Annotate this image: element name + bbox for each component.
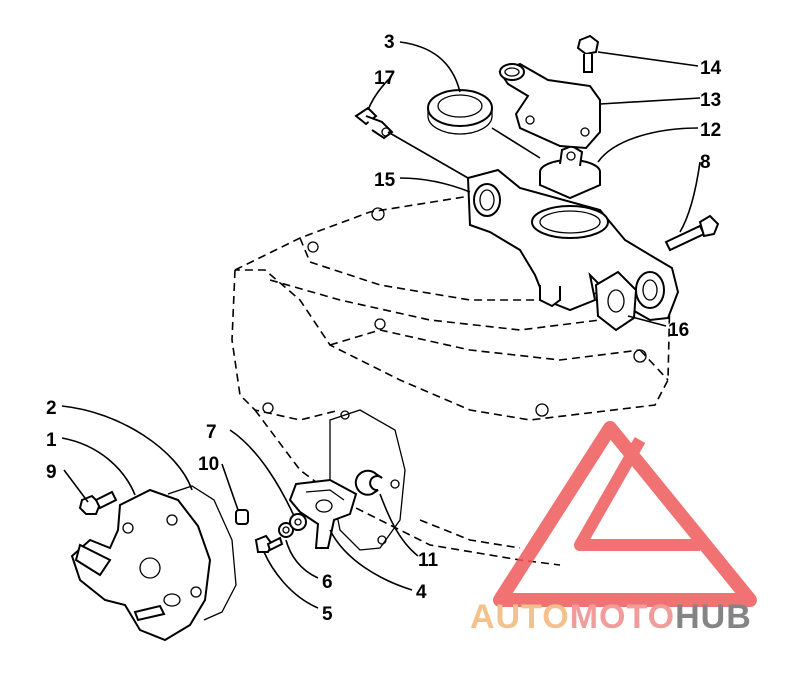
washer-7 xyxy=(289,513,307,531)
bolt-8 xyxy=(664,214,720,252)
sensor-17 xyxy=(354,106,394,140)
watermark-moto: MOTO xyxy=(570,598,675,636)
callout-labels: 3 17 15 14 13 12 8 16 2 1 9 7 10 6 5 4 1… xyxy=(46,32,722,625)
callout-6: 6 xyxy=(322,572,333,593)
leader-lines xyxy=(61,41,701,609)
gasket-2 xyxy=(167,485,237,621)
watermark-auto: AUTO xyxy=(470,598,570,636)
thermostat-12 xyxy=(539,144,601,200)
callout-12: 12 xyxy=(700,120,721,141)
callout-17: 17 xyxy=(374,68,395,89)
callout-16: 16 xyxy=(668,320,689,341)
pin-10 xyxy=(235,509,249,525)
callout-10: 10 xyxy=(198,454,219,475)
clip-11 xyxy=(354,469,383,496)
callout-5: 5 xyxy=(322,604,333,625)
washer-6 xyxy=(278,522,294,538)
impeller-4 xyxy=(288,478,358,549)
callout-9: 9 xyxy=(46,462,57,483)
pump-housing-1 xyxy=(70,488,212,642)
callout-4: 4 xyxy=(416,582,427,603)
bolt-14 xyxy=(576,34,600,73)
bolt-5 xyxy=(254,534,284,553)
callout-1: 1 xyxy=(46,430,57,451)
seal-ring-3 xyxy=(427,89,493,135)
watermark-logo: AUTOMOTOHUB xyxy=(470,421,757,636)
bolt-9 xyxy=(78,490,118,515)
callout-7: 7 xyxy=(206,422,217,443)
callout-8: 8 xyxy=(700,152,711,173)
engine-block xyxy=(231,195,671,566)
callout-13: 13 xyxy=(700,90,721,111)
svg-text:AUTOMOTOHUB: AUTOMOTOHUB xyxy=(470,598,752,636)
callout-14: 14 xyxy=(700,58,722,79)
watermark-hub: HUB xyxy=(675,598,752,636)
callout-3: 3 xyxy=(384,32,395,53)
callout-15: 15 xyxy=(374,170,396,191)
callout-11: 11 xyxy=(418,550,439,571)
callout-2: 2 xyxy=(46,398,57,419)
housing-cover-13 xyxy=(498,62,601,150)
